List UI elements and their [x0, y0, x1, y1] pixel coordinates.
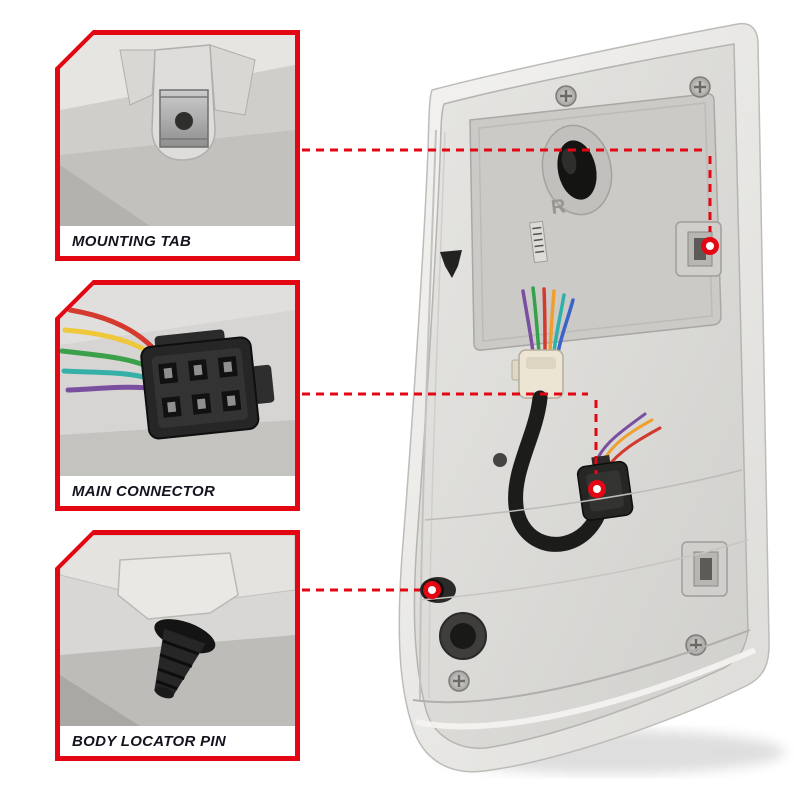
mounting-tab-illustration [60, 35, 295, 226]
mounting-tab-photo [60, 35, 295, 226]
callout-frame: BODY LOCATOR PIN [60, 535, 295, 756]
barcode-sticker [529, 220, 548, 264]
grommet [541, 124, 613, 216]
callout-label-bar: BODY LOCATOR PIN [60, 726, 295, 756]
push-clip [440, 250, 462, 278]
callout-label-bar: MOUNTING TAB [60, 226, 295, 256]
molding-ridge [419, 129, 437, 701]
main-connector-photo [60, 285, 295, 476]
contour-line [424, 469, 743, 521]
mounting-tab-upper [675, 221, 722, 277]
main-connector-body [511, 349, 564, 399]
molding-ridge [428, 131, 446, 699]
small-clip [493, 453, 507, 467]
screw [688, 75, 712, 99]
screw [554, 84, 578, 108]
marking-letter: R [550, 195, 568, 219]
bottom-chrome-edge [415, 647, 757, 730]
contour-line [419, 539, 749, 601]
screw [447, 669, 471, 693]
upper-recess-inner-line [478, 102, 713, 342]
callout-frame: MAIN CONNECTOR [60, 285, 295, 506]
wire-harness [521, 286, 575, 355]
bulb-socket [439, 612, 487, 660]
callout-body-locator-pin: BODY LOCATOR PIN [55, 530, 300, 761]
upper-recess-panel [469, 93, 722, 351]
callout-label: BODY LOCATOR PIN [72, 732, 226, 750]
main-connector-illustration [60, 285, 295, 476]
callout-label: MOUNTING TAB [72, 232, 192, 250]
callout-main-connector: MAIN CONNECTOR [55, 280, 300, 511]
mounting-tab-lower [681, 541, 728, 597]
body-locator-pin-photo [60, 535, 295, 726]
bottom-lip [412, 629, 751, 704]
callout-mounting-tab: MOUNTING TAB [55, 30, 300, 261]
callout-label: MAIN CONNECTOR [72, 482, 216, 500]
callout-label-bar: MAIN CONNECTOR [60, 476, 295, 506]
body-locator-pin-illustration [60, 535, 295, 726]
callout-frame: MOUNTING TAB [60, 35, 295, 256]
